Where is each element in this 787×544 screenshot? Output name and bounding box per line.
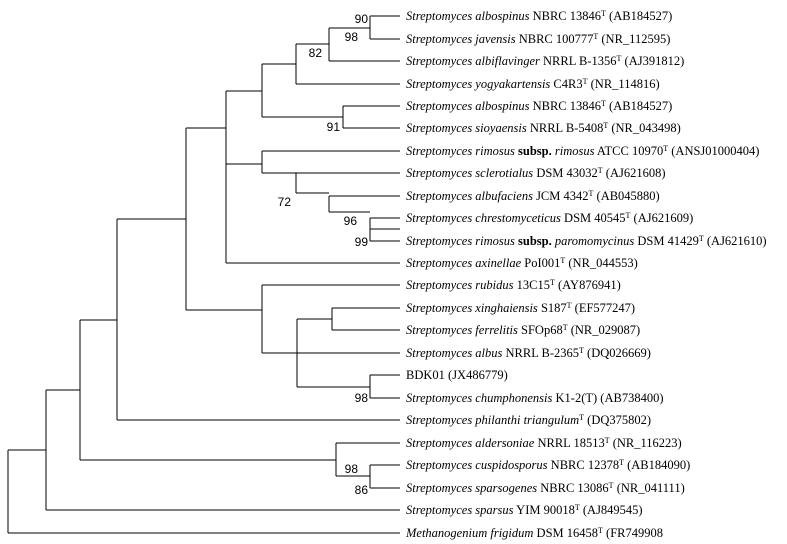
bootstrap-value: 90: [355, 12, 369, 26]
bootstrap-value: 96: [344, 214, 358, 228]
leaf-label: Streptomyces aldersoniae NRRL 18513T (NR…: [406, 436, 682, 451]
leaf-label: Methanogenium frigidum DSM 16458T (FR749…: [405, 526, 663, 541]
bootstrap-value: 99: [355, 235, 369, 249]
leaf-label: Streptomyces sioyaensis NRRL B-5408T (NR…: [406, 121, 681, 136]
leaf-label: Streptomyces albiflavinger NRRL B-1356T …: [406, 54, 684, 69]
leaf-label: Streptomyces cuspidosporus NBRC 12378T (…: [406, 458, 690, 473]
leaf-label: Streptomyces xinghaiensis S187T (EF57724…: [406, 301, 635, 316]
leaf-label: Streptomyces sparsogenes NBRC 13086T (NR…: [406, 481, 685, 496]
bootstrap-value: 98: [345, 462, 359, 476]
leaf-label: Streptomyces axinellae PoI001T (NR_04455…: [406, 256, 638, 271]
leaf-label: Streptomyces ferrelitis SFOp68T (NR_0290…: [406, 323, 640, 338]
leaf-label: Streptomyces sclerotialus DSM 43032T (AJ…: [406, 166, 666, 181]
bootstrap-value: 91: [327, 120, 341, 134]
leaf-label: Streptomyces sparsus YIM 90018T (AJ84954…: [406, 503, 643, 518]
leaf-label: Streptomyces philanthi triangulumT (DQ37…: [406, 413, 651, 428]
leaf-label: Streptomyces yogyakartensis C4R3T (NR_11…: [406, 77, 660, 92]
bootstrap-value: 98: [355, 391, 369, 405]
bootstrap-value: 72: [278, 195, 292, 209]
bootstrap-values: 90 98 82 91 72 96 99 98 98 86: [278, 12, 369, 497]
leaf-label: Streptomyces chumphonensis K1-2(T) (AB73…: [406, 391, 664, 405]
bootstrap-value: 82: [309, 46, 323, 60]
leaf-label: Streptomyces albufaciens JCM 4342T (AB04…: [406, 189, 660, 204]
leaf-label: Streptomyces rimosus subsp. paromomycinu…: [406, 234, 767, 249]
leaf-label: BDK01 (JX486779): [406, 368, 508, 382]
tree-branches: [7, 15, 400, 534]
leaf-label: Streptomyces albospinus NBRC 13846T (AB1…: [406, 9, 672, 24]
leaf-label: Streptomyces chrestomyceticus DSM 40545T…: [406, 211, 693, 226]
leaf-labels: Streptomyces albospinus NBRC 13846T (AB1…: [405, 9, 767, 541]
leaf-label: Streptomyces albus NRRL B-2365T (DQ02666…: [406, 346, 651, 361]
bootstrap-value: 86: [355, 483, 369, 497]
leaf-label: Streptomyces rimosus subsp. rimosus ATCC…: [406, 144, 759, 159]
leaf-label: Streptomyces javensis NBRC 100777T (NR_1…: [406, 32, 670, 47]
bootstrap-value: 98: [345, 30, 359, 44]
leaf-label: Streptomyces rubidus 13C15T (AY876941): [406, 278, 621, 293]
leaf-label: Streptomyces albospinus NBRC 13846T (AB1…: [406, 99, 672, 114]
